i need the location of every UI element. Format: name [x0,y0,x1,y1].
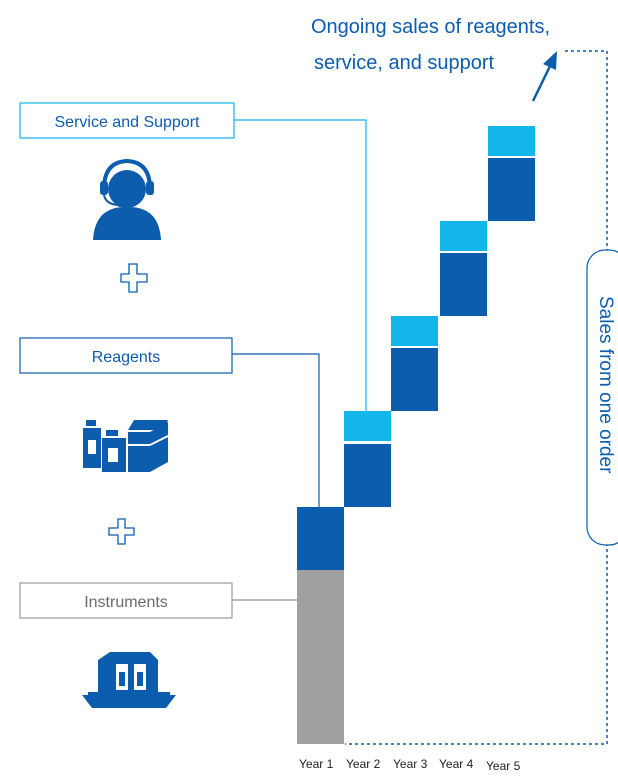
bar-stack-year-5 [488,126,535,221]
bar-service [488,126,535,156]
instruments-box [19,582,233,619]
side-label-pill [586,249,618,546]
service-connector [234,119,367,411]
bar-reagent [297,507,344,570]
instrument-icon [82,652,176,708]
dashed-outline [345,50,608,745]
year-label: Year 5 [486,759,521,773]
year-label: Year 1 [299,757,334,771]
bar-service [344,411,391,441]
bar-stack-year-4 [440,221,487,316]
bar-service [391,316,438,346]
reagents-box [19,337,233,374]
plus-icon [108,518,135,545]
side-label-text: Sales from one order [595,296,616,474]
bar-instrument [297,570,344,744]
bar-reagent [488,158,535,221]
reagents-box-label: Reagents [92,349,161,366]
year-label: Year 4 [439,757,474,771]
bar-stack-year-2 [344,411,391,507]
instruments-box-label: Instruments [84,594,168,611]
support-person-icon [93,158,161,240]
bar-reagent [440,253,487,316]
year-label: Year 2 [346,757,381,771]
service-box [19,102,235,139]
bar-reagent [344,444,391,507]
reagent-kit-icon [83,420,169,472]
year-label: Year 3 [393,757,428,771]
header-line-2: service, and support [314,52,495,74]
bar-service [440,221,487,251]
plus-icon [120,263,148,293]
header-line-1: Ongoing sales of reagents, [311,16,550,38]
bar-reagent [391,348,438,411]
service-box-label: Service and Support [55,114,201,131]
bar-stack-year-1 [297,507,344,744]
bar-stack-year-3 [391,316,438,411]
up-right-arrow-icon [531,51,557,102]
reagents-connector [232,353,320,507]
